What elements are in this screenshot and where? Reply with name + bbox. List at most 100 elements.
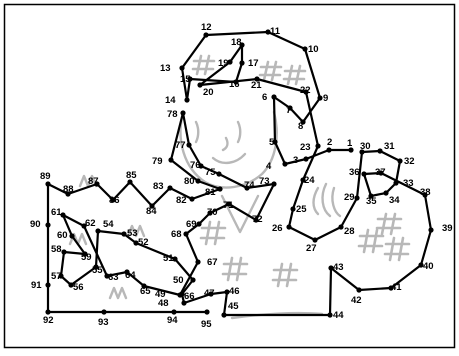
connector-line-29-30	[355, 150, 364, 200]
dot-77	[186, 142, 192, 148]
dot-14	[184, 97, 190, 103]
dot-number-label: 40	[423, 261, 434, 272]
dot-50	[190, 277, 196, 283]
eye-right	[236, 120, 242, 144]
dot-number-label: 87	[88, 176, 99, 187]
dot-number-label: 55	[92, 265, 103, 276]
dot-number-label: 92	[43, 315, 54, 326]
dot-number-label: 29	[344, 192, 355, 203]
eye-left	[194, 120, 200, 144]
connector-line-87-88	[66, 182, 99, 196]
dot-number-label: 93	[98, 317, 109, 328]
connector-line-70-71	[208, 202, 231, 215]
connector-line-57-58	[59, 250, 66, 278]
connector-line-61-62	[61, 213, 86, 228]
dot-number-label: 85	[126, 170, 137, 181]
dot-79	[168, 157, 174, 163]
dot-number-label: 88	[63, 184, 74, 195]
dot-75	[216, 171, 222, 177]
connector-line-43-44	[328, 266, 333, 317]
dot-number-label: 43	[333, 262, 344, 273]
connector-line-51-52	[134, 241, 177, 261]
connector-line-73-74	[245, 182, 276, 190]
connector-line-4-5	[273, 140, 287, 166]
dot-63	[104, 273, 110, 279]
connector-line-19-20	[198, 60, 232, 87]
dot-number-label: 73	[259, 176, 270, 187]
connector-line-22-23	[304, 90, 320, 148]
dot-30	[359, 149, 365, 155]
dot-number-label: 48	[158, 298, 169, 309]
connector-line-10-11	[266, 30, 307, 51]
connector-line-65-66	[142, 284, 182, 297]
dot-number-label: 18	[231, 37, 242, 48]
connector-line-86-87	[95, 182, 115, 202]
dot-11	[265, 29, 271, 35]
dot-21	[254, 76, 260, 82]
connector-line-41-42	[357, 286, 393, 292]
connector-line-27-28	[313, 225, 343, 242]
dot-number-label: 66	[184, 291, 195, 302]
dot-number-label: 76	[190, 160, 201, 171]
dot-number-label: 20	[203, 87, 214, 98]
connector-line-76-77	[187, 143, 203, 168]
dot-number-label: 22	[300, 85, 311, 96]
dot-51	[172, 256, 178, 262]
dot-number-label: 15	[180, 74, 191, 85]
dot-number-label: 17	[248, 58, 259, 69]
dot-67	[195, 259, 201, 265]
connector-line-77-78	[181, 111, 191, 147]
connector-line-38-39	[423, 193, 433, 232]
dot-41	[388, 285, 394, 291]
dot-number-label: 10	[308, 44, 319, 55]
dot-26	[286, 224, 292, 230]
dot-6	[271, 94, 277, 100]
dot-80	[195, 178, 201, 184]
dot-70	[207, 210, 213, 216]
dot-number-label: 31	[384, 141, 395, 152]
dot-86	[110, 197, 116, 203]
dot-number-label: 70	[207, 207, 218, 218]
dot-number-label: 16	[229, 79, 240, 90]
dot-15	[187, 76, 193, 82]
dot-4	[282, 161, 288, 167]
connector-line-5-6	[272, 95, 277, 144]
dot-number-label: 9	[323, 93, 328, 104]
connector-line-88-89	[46, 182, 70, 196]
dot-number-label: 7	[286, 105, 291, 116]
dot-29	[354, 195, 360, 201]
dot-number-label: 1	[347, 138, 353, 149]
dot-number-label: 94	[167, 315, 178, 326]
dot-7	[287, 105, 293, 111]
dot-number-label: 35	[366, 196, 377, 207]
dot-number-label: 41	[391, 282, 402, 293]
dot-number-label: 38	[420, 187, 431, 198]
connector-line-42-43	[329, 266, 361, 292]
connector-line-81-82	[190, 187, 222, 201]
connector-line-7-8	[288, 106, 305, 124]
connector-line-47-48	[182, 292, 213, 305]
dot-83	[167, 185, 173, 191]
dot-number-label: 64	[125, 270, 136, 281]
connector-line-45-46	[222, 290, 229, 317]
dot-number-label: 45	[228, 301, 239, 312]
dot-95	[204, 309, 210, 315]
dot-number-label: 46	[229, 286, 240, 297]
connector-line-8-9	[301, 96, 322, 124]
m-mark-2	[108, 286, 128, 300]
connector-line-49-50	[180, 278, 195, 296]
connector-line-79-80	[169, 158, 200, 183]
connector-line-64-65	[125, 270, 146, 288]
dot-number-label: 3	[293, 155, 298, 166]
connector-line-9-10	[303, 47, 322, 100]
dot-number-label: 56	[73, 282, 84, 293]
dot-number-label: 84	[146, 206, 157, 217]
connector-line-68-69	[184, 222, 201, 236]
dot-number-label: 6	[262, 92, 267, 103]
dot-3	[303, 156, 309, 162]
dot-78	[180, 110, 186, 116]
dot-85	[127, 179, 133, 185]
connector-line-80-81	[196, 179, 222, 191]
dot-number-label: 5	[269, 137, 275, 148]
dot-number-label: 49	[155, 289, 166, 300]
